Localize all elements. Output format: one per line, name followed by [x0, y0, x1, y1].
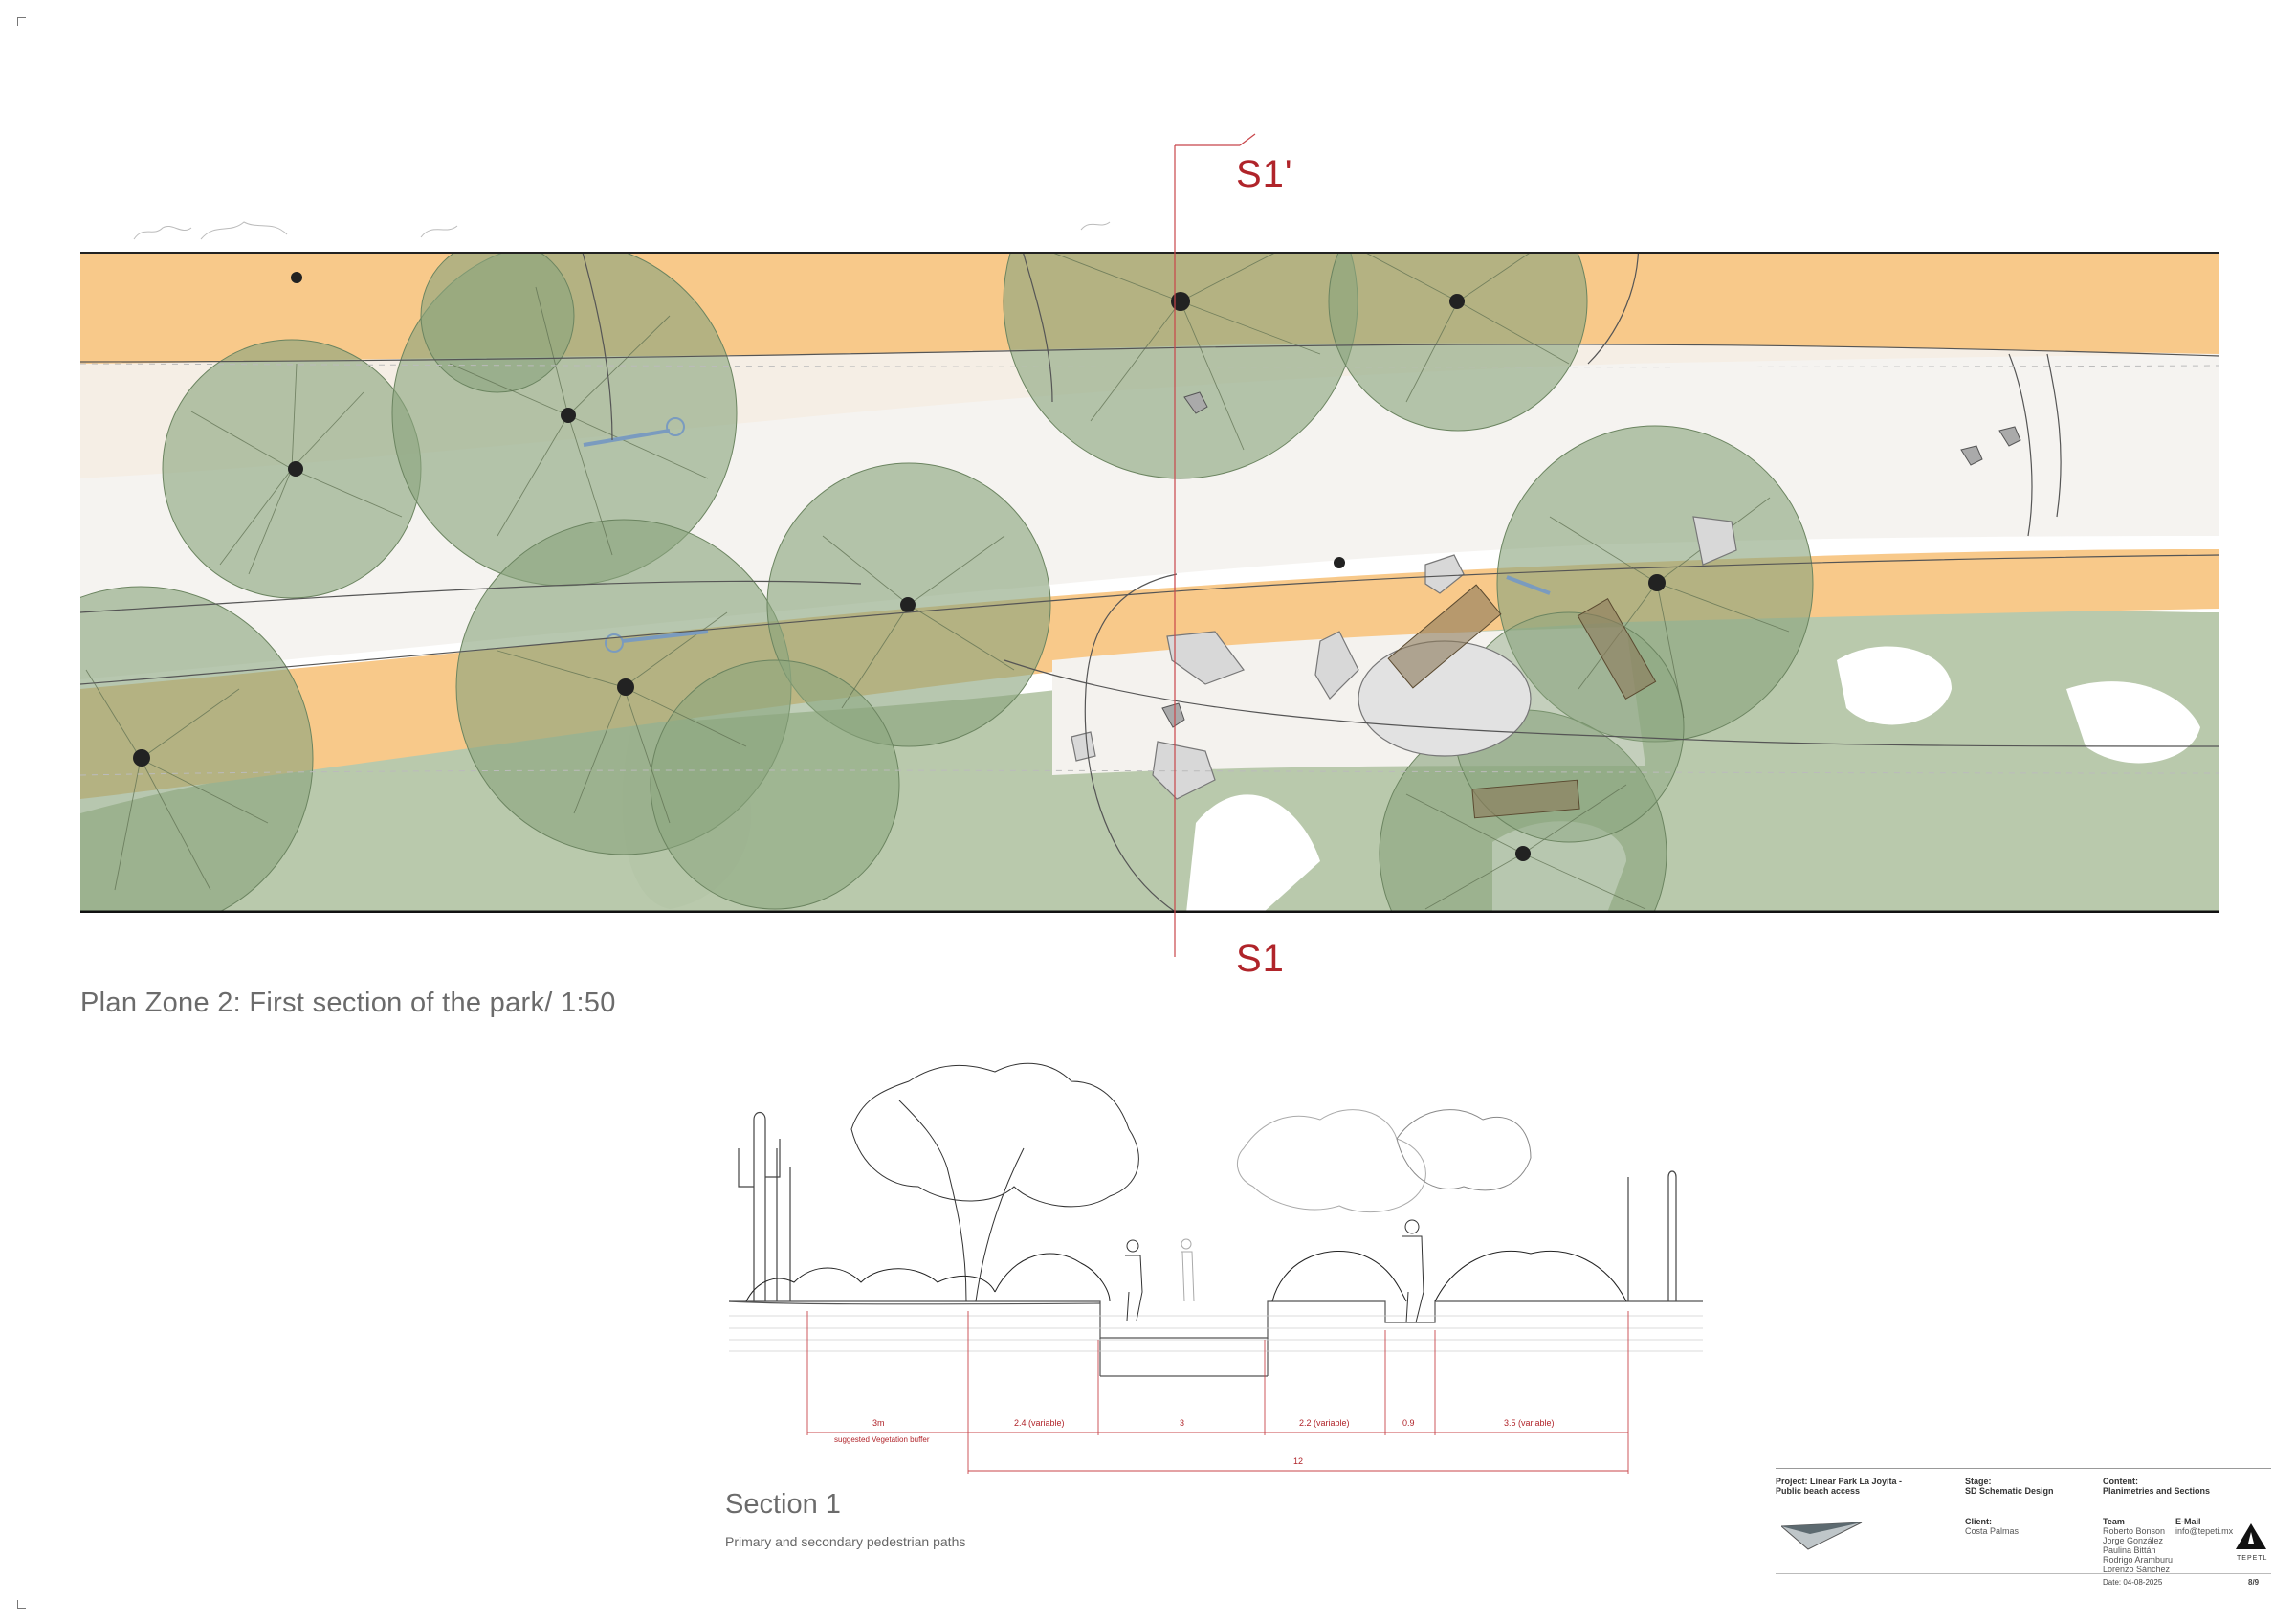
client-value: Costa Palmas [1965, 1526, 2020, 1536]
section-cut-line [1174, 133, 1256, 957]
team-member: Rodrigo Aramburu [2103, 1555, 2174, 1565]
brand-name: TEPETL [2237, 1555, 2268, 1562]
team-member: Roberto Bonson [2103, 1526, 2166, 1536]
project-label: Project: Linear Park La Joyita - [1776, 1477, 1903, 1486]
team-member: Paulina Bittán [2103, 1545, 2156, 1555]
vegetation-sketch [133, 221, 1111, 240]
section-dimension-lines [806, 1311, 1629, 1474]
crop-mark-top-left [17, 17, 26, 26]
stage-label: Stage: [1965, 1477, 1992, 1486]
dimension-label: 0.9 [1402, 1418, 1415, 1428]
section-ground [728, 1300, 1703, 1377]
section-mark-top: S1' [1236, 153, 1293, 195]
email-label: E-Mail [2175, 1517, 2201, 1526]
dimension-label: suggested Vegetation buffer [834, 1435, 930, 1444]
stage-value: SD Schematic Design [1965, 1486, 2054, 1496]
contour-lines-faint [80, 363, 2219, 776]
tree-canopy [1328, 253, 1588, 432]
section-mark-bottom: S1 [1236, 938, 1285, 980]
wooden-deck [1387, 584, 1657, 819]
tree-canopy [650, 659, 900, 910]
tree-canopy [80, 586, 314, 913]
page-number: 8/9 [2248, 1578, 2260, 1587]
dimension-label: 12 [1293, 1456, 1304, 1466]
project-subtitle: Public beach access [1776, 1486, 1861, 1496]
soil-hatch [729, 1315, 1703, 1352]
crop-mark-bottom-left [17, 1600, 26, 1609]
date: Date: 04-08-2025 [2103, 1578, 2163, 1587]
email-value: info@tepeti.mx [2175, 1526, 2234, 1536]
team-label: Team [2103, 1517, 2125, 1526]
people-figures [1161, 391, 2021, 728]
team-member: Lorenzo Sánchez [2103, 1565, 2171, 1574]
canopy-branches [85, 253, 1790, 910]
tree-trunks [133, 272, 1666, 861]
section-shrubs [745, 1250, 1627, 1302]
plan-title: Plan Zone 2: First section of the park/ … [80, 988, 616, 1018]
dimension-label: 3 [1180, 1418, 1185, 1428]
client-label: Client: [1965, 1517, 1992, 1526]
logo-icon [1781, 1522, 1863, 1550]
section-subtitle: Primary and secondary pedestrian paths [725, 1534, 966, 1549]
cactus [738, 1111, 1677, 1301]
section-trees [850, 1062, 1532, 1302]
team-member: Jorge González [2103, 1536, 2164, 1545]
title-block-footer: Date: 04-08-2025 8/9 [1776, 1573, 2271, 1587]
content-label: Content: [2103, 1477, 2138, 1486]
content-value: Planimetries and Sections [2103, 1486, 2211, 1496]
contour-lines [80, 253, 2219, 913]
brand-logo-icon [2236, 1523, 2266, 1549]
dimension-label: 3m [872, 1418, 885, 1428]
dimension-label: 2.4 (variable) [1014, 1418, 1065, 1428]
dimension-label: 3.5 (variable) [1504, 1418, 1555, 1428]
section-people [1125, 1219, 1424, 1323]
benches [583, 417, 1551, 653]
section-title: Section 1 [725, 1489, 841, 1520]
dimension-label: 2.2 (variable) [1299, 1418, 1350, 1428]
title-block: Project: Linear Park La Joyita - Public … [1776, 1468, 2271, 1574]
plan-drawing [80, 133, 2219, 957]
